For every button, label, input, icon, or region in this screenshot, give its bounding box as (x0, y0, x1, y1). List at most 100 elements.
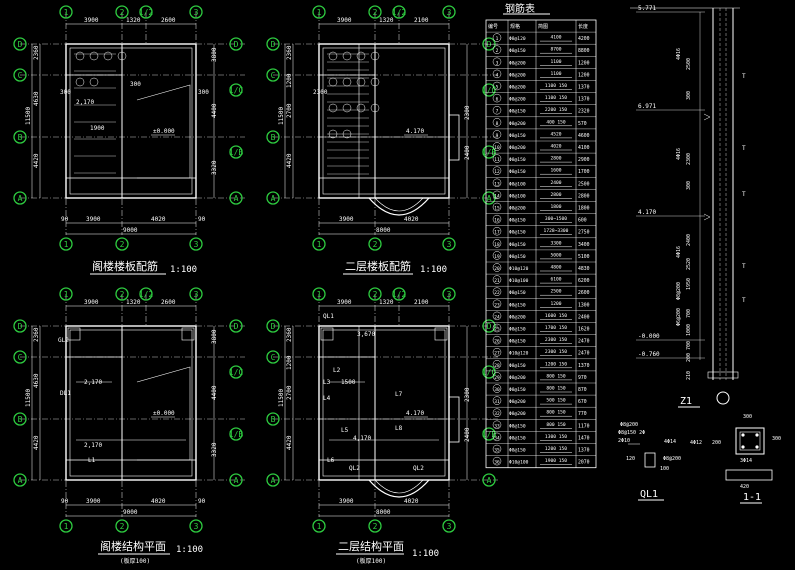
section-rebar-dot (755, 433, 759, 437)
table-cell-spec: Φ8@150 (509, 169, 526, 175)
axis-bubble-bottom-label: 3 (447, 522, 452, 531)
dim-right: 2300 (464, 387, 471, 402)
table-cell-number: 34 (494, 435, 500, 441)
rebar-tag-circle (342, 51, 352, 61)
table-cell-spec: Φ8@150 (509, 423, 526, 429)
dim-bottom: 90 (61, 216, 69, 223)
table-cell-spec: Φ10@100 (509, 460, 529, 466)
diagonal-slab-line (136, 84, 191, 179)
table-cell-length: 1200 (578, 60, 590, 66)
row-number-circle (492, 420, 502, 430)
dim-top: 2600 (161, 17, 176, 24)
dim-left: 4420 (33, 435, 40, 450)
row-number-circle (492, 408, 502, 417)
rebar-table-title: 钢筋表 (505, 2, 535, 15)
axis-bubble-right-label: D (234, 322, 239, 331)
rebar-tag-circle (342, 129, 352, 139)
rebar-tag-circle (328, 103, 338, 113)
column-tie-mark: T (742, 263, 746, 270)
axis-bubble-top-label: 2 (373, 290, 378, 299)
axis-bubble-bottom-label: 2 (120, 240, 125, 249)
table-cell-shape: 2400 (550, 180, 561, 186)
table-cell-spec: Φ10@100 (509, 278, 529, 284)
plan-scale-text: 1:100 (420, 265, 447, 275)
table-cell-shape: 2800 (550, 192, 561, 198)
row-number-circle (492, 311, 502, 321)
dim-top: 2100 (414, 299, 429, 306)
level-mark: 4.170 (406, 128, 424, 135)
table-cell-number: 24 (494, 314, 500, 320)
axis-bubble-top (189, 5, 203, 19)
rebar-tag-circle (89, 77, 99, 87)
table-cell-shape: 2300 150 (545, 349, 567, 355)
axis-bubble-left (266, 412, 280, 426)
row-number-circle (492, 142, 502, 151)
axis-bubble-right (229, 473, 243, 487)
table-cell-shape: 6100 (550, 277, 561, 283)
section-cut-marker (716, 391, 730, 405)
table-cell-number: 5 (496, 85, 499, 91)
row-number-circle (492, 190, 502, 200)
table-header: 编号 (488, 23, 498, 30)
row-number-circle (492, 57, 502, 67)
table-cell-shape: 800 150 (546, 410, 566, 416)
dim-right: 4400 (211, 385, 218, 400)
table-cell-shape: 1200 150 (545, 361, 567, 367)
dim-bottom: 4020 (404, 498, 419, 505)
table-cell-shape: 2200 150 (545, 107, 567, 113)
table-cell-shape: 1700 150 (545, 325, 567, 331)
axis-bubble-left (13, 37, 27, 51)
row-number-circle (492, 432, 502, 442)
outer-wall (65, 325, 197, 481)
axis-bubble-right (482, 473, 496, 487)
plan-note: L1 (88, 457, 96, 464)
dim-bottom: 90 (198, 216, 206, 223)
plan-subtitle-text: (板厚100) (356, 557, 386, 565)
inner-wall-line (322, 329, 446, 477)
row-number-circle (492, 287, 502, 296)
table-header: 规格 (510, 23, 520, 30)
plan-note: 1500 (341, 379, 356, 386)
table-cell-number: 10 (494, 145, 500, 151)
rebar-tag-circle (342, 77, 352, 87)
plan-title-text: 阁楼楼板配筋 (92, 259, 158, 273)
beam-label: 4Φ12 (690, 440, 702, 446)
table-cell-number: 33 (494, 423, 500, 429)
table-cell-spec: Φ8@100 (509, 193, 526, 199)
dim-right: 4400 (211, 103, 218, 118)
axis-bubble-top-label: 3 (447, 8, 452, 17)
axis-bubble-bottom-label: 1 (317, 240, 322, 249)
table-cell-number: 15 (494, 206, 500, 212)
table-cell-length: 1300 (578, 302, 590, 308)
table-cell-spec: Φ8@150 (509, 230, 526, 236)
axis-bubble-left-label: D (18, 40, 23, 49)
table-cell-number: 4 (496, 72, 499, 78)
axis-bubble-right-label: D (487, 40, 492, 49)
table-cell-spec: Φ8@200 (509, 375, 526, 381)
table-cell-spec: Φ8@150 (509, 448, 526, 454)
table-cell-spec: Φ8@150 (509, 339, 526, 345)
plan-title-second-slab: 二层楼板配筋 1:100 (343, 259, 447, 275)
axis-bubble-bottom-label: 3 (194, 240, 199, 249)
table-cell-spec: Φ8@150 (509, 363, 526, 369)
axis-bubble-left (13, 68, 27, 82)
column-box (67, 327, 81, 341)
axis-bubble-right-label: 1/C (229, 86, 244, 95)
row-number-circle (492, 93, 502, 103)
inner-wall-line (69, 47, 193, 195)
axis-bubble-top (368, 287, 382, 301)
dim-top: 3900 (337, 299, 352, 306)
row-number-circle (492, 444, 502, 454)
inner-wall-line (69, 329, 193, 477)
axis-bubble-bottom-label: 3 (447, 240, 452, 249)
table-cell-number: 23 (494, 302, 500, 308)
plan-note: L2 (333, 367, 341, 374)
column-dim: 2520 (686, 258, 692, 270)
section-label: 300 (743, 414, 752, 420)
table-cell-spec: Φ8@150 (509, 435, 526, 441)
table-cell-spec: Φ8@150 (509, 254, 526, 260)
table-cell-shape: 500 150 (546, 398, 566, 404)
axis-bubble-right-label: 1/B (229, 148, 244, 157)
